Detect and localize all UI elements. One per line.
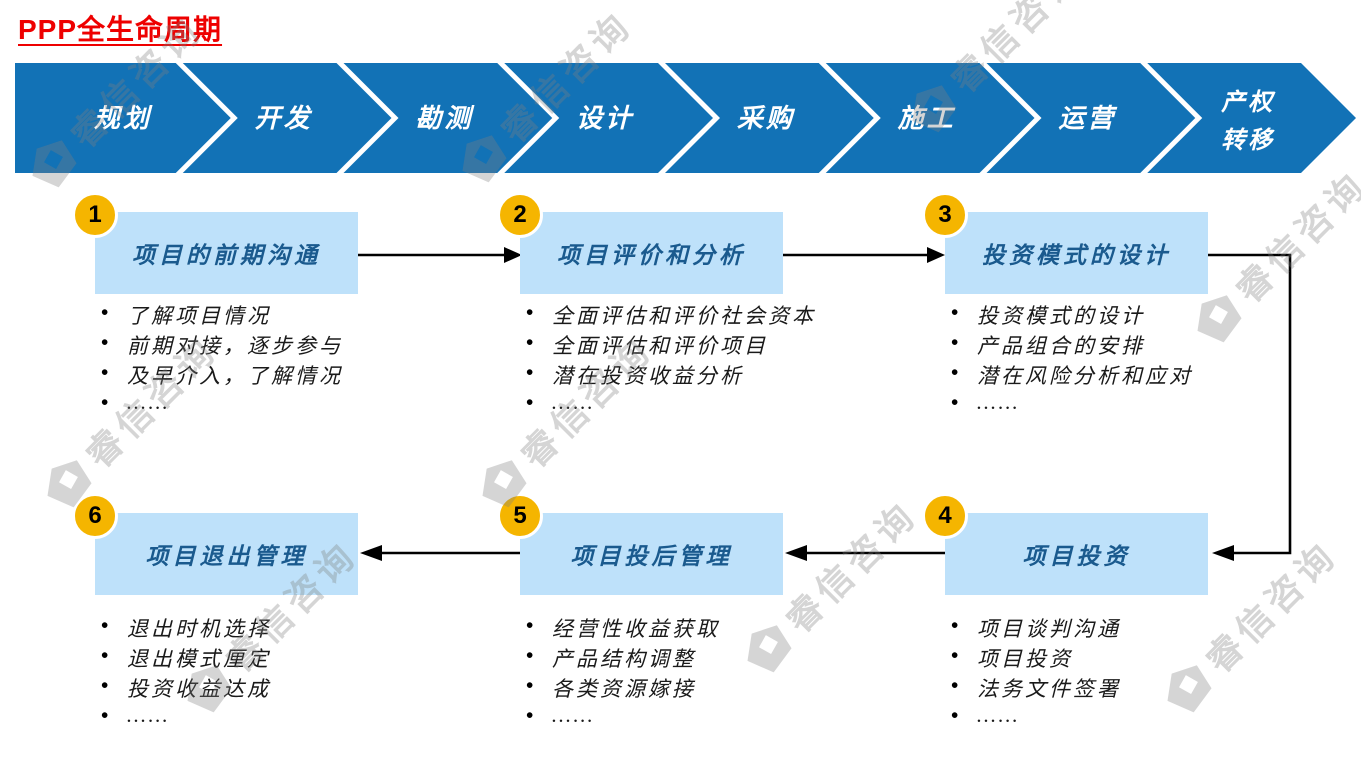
bullet-item: 产品组合的安排	[945, 330, 1290, 360]
banner-stage	[665, 63, 874, 173]
step-2-bullet-list: 全面评估和评价社会资本 全面评估和评价项目 潜在投资收益分析 ……	[520, 300, 865, 415]
bullet-item: 退出时机选择	[95, 613, 440, 643]
step-6-bullet-list: 退出时机选择 退出模式厘定 投资收益达成 ……	[95, 613, 440, 728]
bullet-item: 退出模式厘定	[95, 643, 440, 673]
bullet-item: 了解项目情况	[95, 300, 440, 330]
page-title: PPP全生命周期	[18, 14, 223, 45]
bullet-item: 全面评估和评价社会资本	[520, 300, 865, 330]
banner-stage	[1147, 63, 1356, 173]
arrow-step5-to-step6	[360, 545, 520, 561]
bullet-item: 项目谈判沟通	[945, 613, 1290, 643]
banner-stage-label: 开发	[255, 104, 313, 133]
step-1: 1 项目的前期沟通 了解项目情况 前期对接，逐步参与 及早介入，了解情况 ……	[72, 192, 358, 415]
step-3-bullet-list: 投资模式的设计 产品组合的安排 潜在风险分析和应对 ……	[945, 300, 1290, 415]
lifecycle-banner: 规划 开发 勘测 设计 采购 施工 运营 产权转移	[15, 63, 1356, 173]
banner-stage	[504, 63, 713, 173]
step-5-title: 项目投后管理	[570, 544, 733, 569]
bullet-item: 投资收益达成	[95, 673, 440, 703]
step-3-number-badge: 3	[922, 192, 968, 238]
step-6-title: 项目退出管理	[145, 544, 308, 569]
banner-stage	[986, 63, 1196, 173]
bullet-item: 投资模式的设计	[945, 300, 1290, 330]
step-4-bullet-list: 项目谈判沟通 项目投资 法务文件签署 ……	[945, 613, 1290, 728]
step-3: 3 投资模式的设计 投资模式的设计 产品组合的安排 潜在风险分析和应对 ……	[922, 192, 1208, 415]
banner-stage	[182, 63, 392, 173]
step-1-number-badge: 1	[72, 192, 118, 238]
bullet-item: ……	[95, 390, 440, 415]
bullet-item: ……	[520, 703, 865, 728]
bullet-item: 产品结构调整	[520, 643, 865, 673]
arrow-step4-to-step5	[785, 545, 945, 561]
bullet-item: 项目投资	[945, 643, 1290, 673]
banner-stage-label: 产权转移	[1220, 89, 1276, 154]
step-6-number-badge: 6	[72, 493, 118, 539]
banner-stage-label: 采购	[737, 104, 796, 133]
step-4: 4 项目投资 项目谈判沟通 项目投资 法务文件签署 ……	[922, 493, 1208, 728]
bullet-item: ……	[945, 703, 1290, 728]
step-5-title-box: 项目投后管理	[520, 513, 783, 595]
step-5-number-badge: 5	[497, 493, 543, 539]
banner-stage-label: 运营	[1058, 104, 1117, 133]
step-6: 6 项目退出管理 退出时机选择 退出模式厘定 投资收益达成 ……	[72, 493, 358, 728]
step-3-title: 投资模式的设计	[982, 243, 1171, 268]
bullet-item: 经营性收益获取	[520, 613, 865, 643]
banner-stage-label: 规划	[94, 104, 153, 133]
step-4-number-badge: 4	[922, 493, 968, 539]
step-1-title-box: 项目的前期沟通	[95, 212, 358, 294]
bullet-item: 各类资源嫁接	[520, 673, 865, 703]
step-2-title: 项目评价和分析	[557, 243, 746, 268]
step-2: 2 项目评价和分析 全面评估和评价社会资本 全面评估和评价项目 潜在投资收益分析…	[497, 192, 813, 415]
watermark-text: 睿信咨询	[1227, 163, 1361, 311]
bullet-item: 法务文件签署	[945, 673, 1290, 703]
banner-stage-label: 设计	[576, 104, 634, 133]
step-1-bullet-list: 了解项目情况 前期对接，逐步参与 及早介入，了解情况 ……	[95, 300, 440, 415]
arrow-step1-to-step2	[358, 247, 522, 263]
step-6-title-box: 项目退出管理	[95, 513, 358, 595]
bullet-item: ……	[945, 390, 1290, 415]
bullet-item: ……	[520, 390, 865, 415]
step-4-title-box: 项目投资	[945, 513, 1208, 595]
step-5: 5 项目投后管理 经营性收益获取 产品结构调整 各类资源嫁接 ……	[497, 493, 783, 728]
step-3-title-box: 投资模式的设计	[945, 212, 1208, 294]
arrow-step2-to-step3	[783, 247, 945, 263]
step-4-title: 项目投资	[1022, 544, 1131, 569]
bullet-item: 潜在风险分析和应对	[945, 360, 1290, 390]
banner-stage-label: 施工	[897, 104, 956, 133]
bullet-item: 前期对接，逐步参与	[95, 330, 440, 360]
step-2-number-badge: 2	[497, 192, 543, 238]
bullet-item: 潜在投资收益分析	[520, 360, 865, 390]
banner-stage-label: 勘测	[415, 104, 475, 133]
bullet-item: 全面评估和评价项目	[520, 330, 865, 360]
bullet-item: ……	[95, 703, 440, 728]
step-2-title-box: 项目评价和分析	[520, 212, 783, 294]
step-1-title: 项目的前期沟通	[132, 243, 321, 268]
bullet-item: 及早介入，了解情况	[95, 360, 440, 390]
step-5-bullet-list: 经营性收益获取 产品结构调整 各类资源嫁接 ……	[520, 613, 865, 728]
